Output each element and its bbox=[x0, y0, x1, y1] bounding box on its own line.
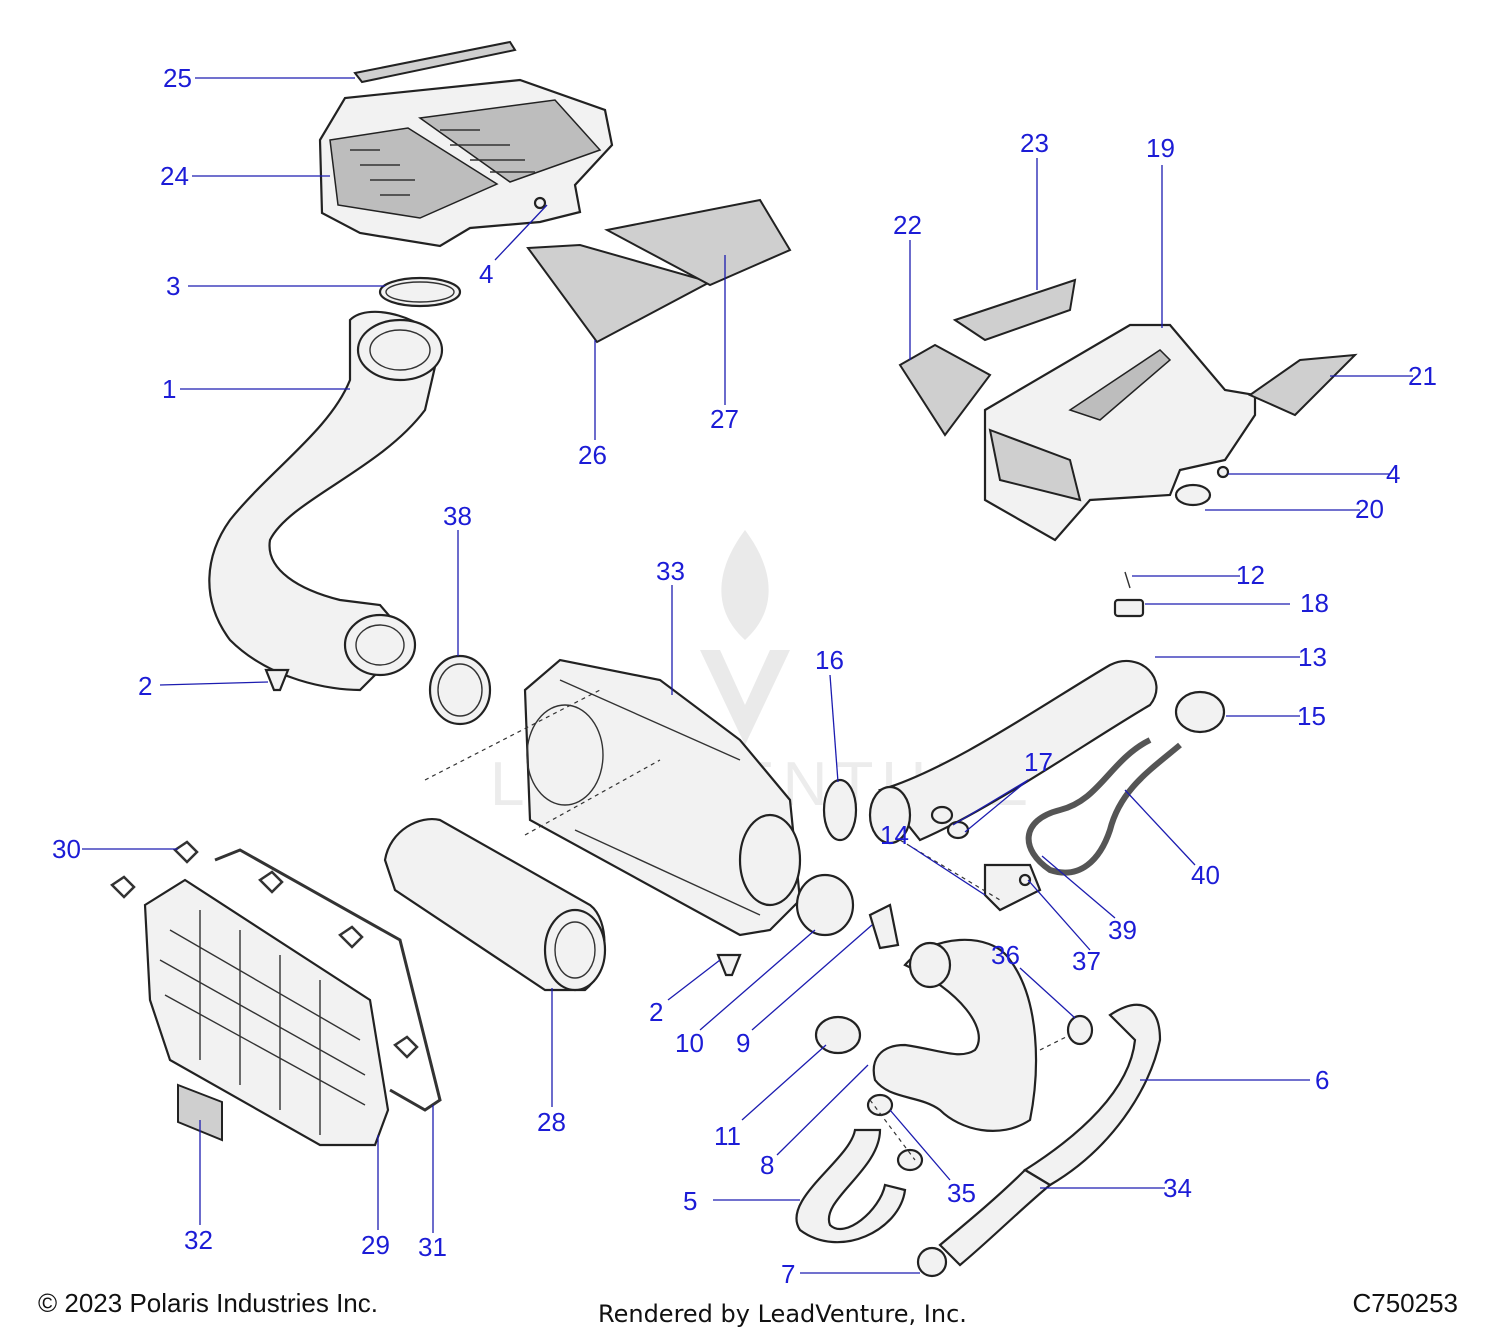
rendered-by-text: Rendered by LeadVenture, Inc. bbox=[598, 1300, 967, 1328]
callout-17: 17 bbox=[1024, 747, 1053, 777]
part-38-clamp bbox=[428, 654, 492, 726]
part-19-secondary-airbox bbox=[983, 323, 1257, 542]
callout-9: 9 bbox=[736, 1028, 750, 1058]
part-13-outlet-tube bbox=[868, 659, 1158, 845]
callout-10: 10 bbox=[675, 1028, 704, 1058]
callout-40: 40 bbox=[1191, 860, 1220, 890]
callout-20: 20 bbox=[1355, 494, 1384, 524]
callout-7: 7 bbox=[781, 1259, 795, 1289]
callout-24: 24 bbox=[160, 161, 189, 191]
part-2-push-rivet-lower bbox=[716, 953, 742, 977]
callout-13: 13 bbox=[1298, 642, 1327, 672]
part-34-hose bbox=[938, 1168, 1052, 1267]
callout-31: 31 bbox=[418, 1232, 447, 1262]
part-5-hose bbox=[795, 1128, 907, 1244]
part-16-clamp bbox=[822, 778, 858, 842]
callout-34: 34 bbox=[1163, 1173, 1192, 1203]
callout-28: 28 bbox=[537, 1107, 566, 1137]
part-35-seal-ring bbox=[866, 1093, 924, 1172]
callout-23: 23 bbox=[1020, 128, 1049, 158]
callout-38: 38 bbox=[443, 501, 472, 531]
part-4-screw-right bbox=[1216, 465, 1230, 479]
callout-labels: 1 2 2 3 4 4 5 6 7 8 9 10 11 12 13 14 15 … bbox=[52, 63, 1437, 1289]
callout-25: 25 bbox=[163, 63, 192, 93]
part-8-elbow bbox=[872, 938, 1038, 1132]
callout-1: 1 bbox=[162, 374, 176, 404]
callout-12: 12 bbox=[1236, 560, 1265, 590]
part-14-valve bbox=[983, 863, 1042, 912]
part-33-airbox-housing bbox=[523, 658, 802, 937]
part-21-seal-panel bbox=[1247, 353, 1358, 417]
part-20-coupler bbox=[1174, 483, 1212, 507]
part-7-clamp bbox=[916, 1246, 948, 1278]
callout-2: 2 bbox=[138, 671, 152, 701]
callout-4: 4 bbox=[479, 259, 493, 289]
callout-37: 37 bbox=[1072, 946, 1101, 976]
callout-32: 32 bbox=[184, 1225, 213, 1255]
leader-lines bbox=[82, 77, 1413, 1274]
callout-2-lower: 2 bbox=[649, 997, 663, 1027]
callout-22: 22 bbox=[893, 210, 922, 240]
part-15-clamp bbox=[1174, 690, 1226, 734]
part-25-seal-strip bbox=[353, 40, 517, 84]
part-30-clip bbox=[110, 840, 419, 1059]
part-37-grommet bbox=[1018, 873, 1032, 887]
diagram-code: C750253 bbox=[1352, 1288, 1458, 1318]
part-31-gasket bbox=[214, 848, 442, 1112]
callout-18: 18 bbox=[1300, 588, 1329, 618]
part-29-filter-cover bbox=[143, 878, 390, 1147]
part-2-push-rivet bbox=[264, 668, 290, 692]
part-12-screw bbox=[1124, 571, 1131, 589]
callout-39: 39 bbox=[1108, 915, 1137, 945]
callout-8: 8 bbox=[760, 1150, 774, 1180]
callout-3: 3 bbox=[166, 271, 180, 301]
part-24-airbox-cover bbox=[318, 78, 614, 248]
callout-35: 35 bbox=[947, 1178, 976, 1208]
callout-19: 19 bbox=[1146, 133, 1175, 163]
part-4-screw bbox=[533, 196, 547, 210]
callout-29: 29 bbox=[361, 1230, 390, 1260]
part-18-sensor bbox=[1113, 598, 1145, 618]
callout-36: 36 bbox=[991, 940, 1020, 970]
callout-6: 6 bbox=[1315, 1065, 1329, 1095]
part-36-seal-ring bbox=[1066, 1014, 1094, 1046]
callout-21: 21 bbox=[1408, 361, 1437, 391]
part-17-seal-ring bbox=[930, 805, 970, 840]
part-3-clamp bbox=[378, 276, 462, 308]
part-6-hose bbox=[1022, 1003, 1162, 1187]
callout-33: 33 bbox=[656, 556, 685, 586]
assembly-lines bbox=[424, 689, 1071, 1161]
callout-16: 16 bbox=[815, 645, 844, 675]
part-40-hose bbox=[1025, 737, 1182, 876]
callout-14: 14 bbox=[880, 820, 909, 850]
part-23-panel bbox=[952, 278, 1077, 342]
callout-11: 11 bbox=[714, 1121, 741, 1151]
callout-30: 30 bbox=[52, 834, 81, 864]
callout-26: 26 bbox=[578, 440, 607, 470]
callout-15: 15 bbox=[1297, 701, 1326, 731]
part-22-seal-panel bbox=[898, 343, 992, 437]
part-10-clamp bbox=[795, 873, 855, 937]
part-27-panel bbox=[604, 198, 792, 287]
callout-27: 27 bbox=[710, 404, 739, 434]
part-28-air-filter bbox=[383, 817, 607, 992]
part-1-intake-duct bbox=[208, 310, 444, 692]
part-9-bracket bbox=[868, 903, 900, 950]
part-32-label bbox=[177, 1083, 223, 1142]
copyright-text: © 2023 Polaris Industries Inc. bbox=[38, 1288, 378, 1318]
part-11-clamp bbox=[814, 1015, 862, 1055]
callout-5: 5 bbox=[683, 1186, 697, 1216]
callout-4-right: 4 bbox=[1386, 459, 1400, 489]
